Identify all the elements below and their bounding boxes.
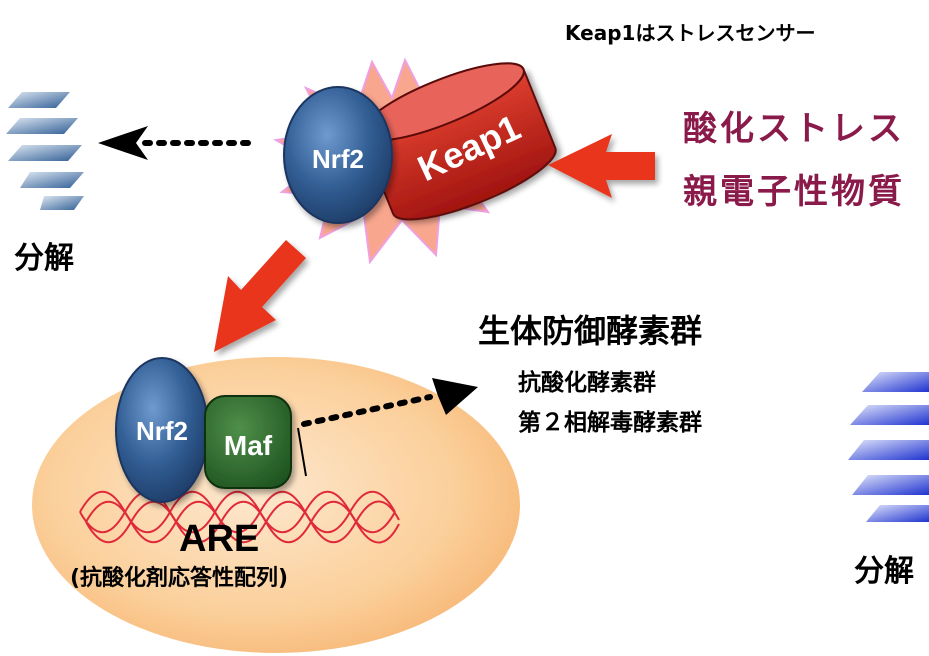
enzyme-item-phase2: 第２相解毒酵素群 — [518, 410, 702, 436]
transcription-dotted-line — [301, 394, 433, 427]
stressor-electrophile: 親電子性物質 — [683, 172, 905, 212]
are-label: ARE — [179, 518, 260, 560]
degradation-arrowhead — [98, 126, 148, 160]
transcription-arrowhead — [432, 378, 478, 415]
maf-label: Maf — [224, 430, 273, 461]
degradation-label-right: 分解 — [854, 554, 914, 589]
dna-are — [79, 491, 400, 544]
translocation-arrow — [214, 240, 306, 352]
enzyme-item-antioxidant: 抗酸化酵素群 — [518, 370, 656, 396]
degraded-fragments-left — [6, 92, 84, 210]
are-full-name: (抗酸化剤応答性配列) — [70, 566, 289, 591]
stress-input-arrow — [548, 134, 655, 198]
degradation-label-left: 分解 — [14, 241, 74, 276]
enzymes-title: 生体防御酵素群 — [478, 312, 703, 350]
nrf2-cytoplasm — [283, 86, 393, 224]
nrf2-nucleus-label: Nrf2 — [136, 416, 188, 446]
stressor-oxidative: 酸化ストレス — [683, 109, 905, 149]
maf-dna-connector — [297, 427, 307, 477]
nrf2-cytoplasm-label: Nrf2 — [312, 144, 364, 174]
keap1-sensor-note: Keap1はストレスセンサー — [565, 21, 816, 45]
degraded-fragments-right — [848, 372, 929, 522]
keap1-cylinder — [359, 62, 557, 221]
maf-protein — [204, 395, 292, 489]
